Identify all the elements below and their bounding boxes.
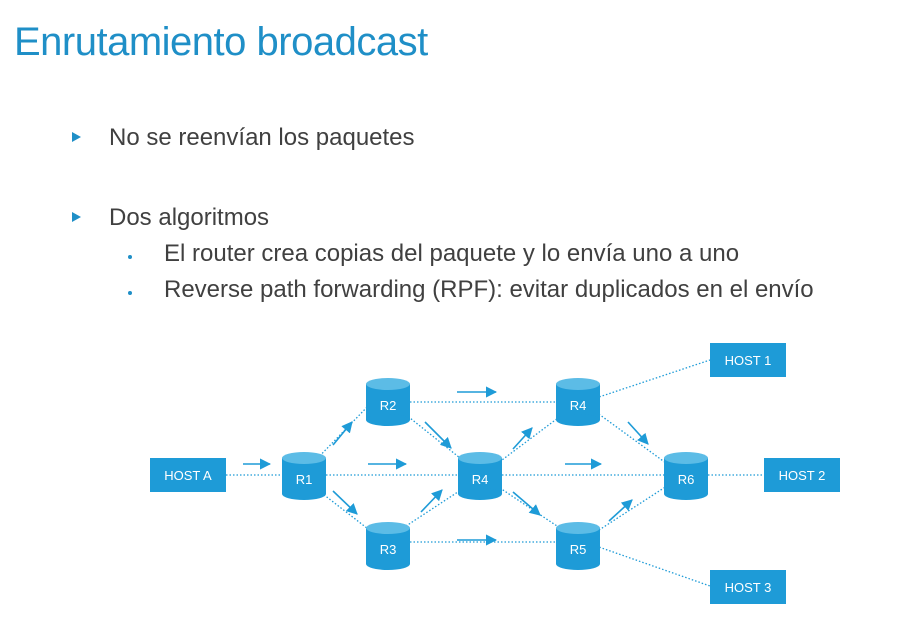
dot-bullet-icon: [128, 254, 132, 259]
router-r6-label: R6: [678, 472, 695, 487]
flow-arrows: [243, 386, 649, 546]
router-r2: R2: [366, 378, 410, 426]
link-r5-host3: [595, 545, 711, 587]
link-r4c-r5: [493, 483, 567, 533]
arrow-icon: [512, 491, 541, 516]
sub-bullet-2-text: Reverse path forwarding (RPF): evitar du…: [164, 276, 814, 303]
router-r3: R3: [366, 522, 410, 570]
sub-bullet-1-text: El router crea copias del paquete y lo e…: [164, 240, 740, 267]
host-3-label: HOST 3: [725, 580, 772, 595]
triangle-bullet-icon: [72, 211, 81, 222]
router-r3-label: R3: [380, 542, 397, 557]
router-r4-center-label: R4: [472, 472, 489, 487]
router-r1-label: R1: [296, 472, 313, 487]
router-r6: R6: [664, 452, 708, 500]
links: [226, 359, 764, 587]
router-r5: R5: [556, 522, 600, 570]
router-r1: R1: [282, 452, 326, 500]
sub-bullet-1: El router crea copias del paquete y lo e…: [128, 240, 739, 268]
router-r4-top: R4: [556, 378, 600, 426]
host-2: HOST 2: [764, 458, 840, 492]
router-r4-center: R4: [458, 452, 502, 500]
triangle-bullet-icon: [72, 131, 81, 142]
router-r2-label: R2: [380, 398, 397, 413]
link-r4t-host1: [595, 359, 711, 399]
slide-title: Enrutamiento broadcast: [14, 20, 428, 64]
bullet-2-text: Dos algoritmos: [109, 204, 270, 231]
sub-bullet-2: Reverse path forwarding (RPF): evitar du…: [128, 276, 814, 304]
router-r4-top-label: R4: [570, 398, 587, 413]
link-r5-r6: [595, 483, 671, 533]
link-r2-r4c: [399, 409, 471, 467]
arrow-icon: [627, 421, 649, 445]
arrow-icon: [332, 421, 353, 446]
link-r1-r3: [309, 483, 373, 533]
host-a: HOST A: [150, 458, 226, 492]
arrow-icon: [512, 427, 533, 450]
host-2-label: HOST 2: [779, 468, 826, 483]
bullet-2: Dos algoritmos: [72, 204, 269, 232]
arrow-icon: [420, 489, 443, 513]
bullet-1: No se reenvían los paquetes: [72, 124, 415, 152]
link-r4c-r4t: [493, 411, 567, 467]
dot-bullet-icon: [128, 290, 132, 295]
bullet-1-text: No se reenvían los paquetes: [109, 124, 415, 151]
arrow-icon: [424, 421, 452, 449]
router-r5-label: R5: [570, 542, 587, 557]
host-a-label: HOST A: [164, 468, 212, 483]
arrow-icon: [332, 490, 358, 515]
host-3: HOST 3: [710, 570, 786, 604]
arrow-icon: [608, 499, 633, 522]
host-1-label: HOST 1: [725, 353, 772, 368]
host-1: HOST 1: [710, 343, 786, 377]
link-r4t-r6: [595, 411, 671, 467]
